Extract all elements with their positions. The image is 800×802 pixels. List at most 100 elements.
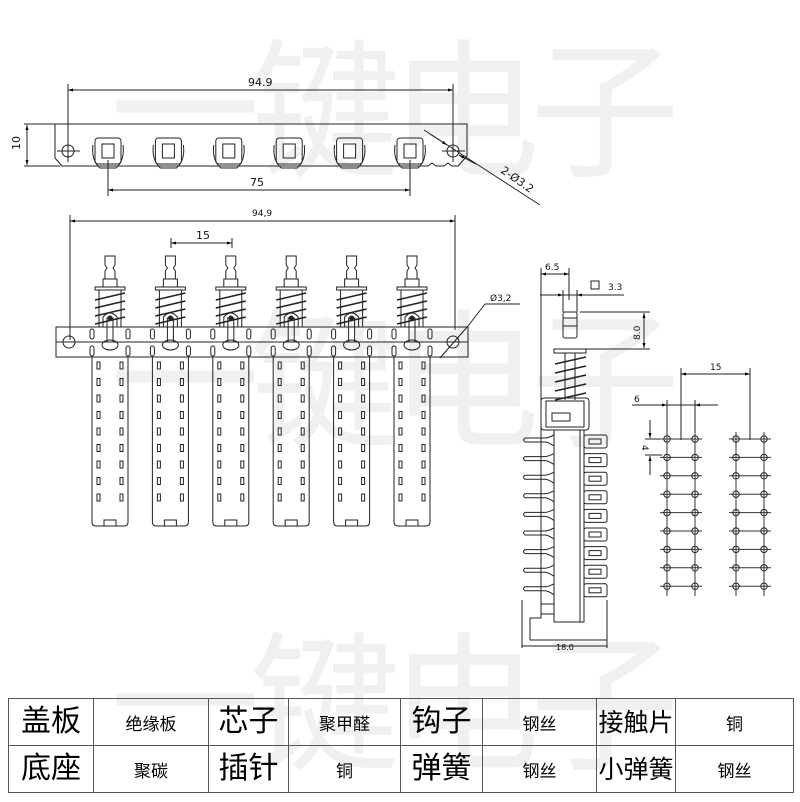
pin-slot [119, 444, 124, 452]
hook-eye [161, 339, 179, 351]
plunger-cap [346, 255, 358, 280]
pin-slot [240, 477, 245, 485]
cover-plate-outline [54, 123, 468, 167]
side-pin [523, 453, 555, 466]
pin-slot [217, 361, 222, 370]
pin-slot [300, 411, 305, 419]
pin-slot [361, 411, 366, 419]
pin-slot [421, 378, 426, 386]
pin-slot [156, 493, 161, 502]
spring-coil [396, 292, 428, 301]
side-pin [523, 527, 555, 540]
pin-slot [240, 361, 245, 370]
pin-slot [119, 477, 124, 485]
pin-slot [398, 460, 403, 469]
pin-slot [398, 477, 403, 485]
pin-slot [179, 378, 184, 386]
side-pin [523, 508, 555, 521]
pin-slot [300, 394, 305, 403]
pin-slot [398, 493, 403, 502]
pin-slot [398, 411, 403, 419]
pin-slot [179, 444, 184, 452]
spring-coil [554, 383, 587, 392]
front-overall-dim-text: 94,9 [252, 209, 272, 219]
spring-coil [94, 300, 126, 309]
top-key-unit [273, 137, 306, 169]
spring-coil [554, 374, 587, 383]
plunger-cap [285, 255, 297, 280]
pin-slot [156, 361, 161, 370]
side-pin [523, 490, 555, 503]
pin-slot [277, 477, 282, 485]
pin-slot [119, 460, 124, 469]
plunger-cap [164, 255, 176, 280]
pin-slot [96, 361, 101, 370]
side-stroke-dim-text: 8.0 [633, 325, 643, 340]
part-label: 底座 [8, 745, 94, 793]
hook-eye [101, 339, 119, 351]
pin-slot [338, 493, 343, 502]
pin-slot [421, 460, 426, 469]
hook-slot [106, 317, 114, 343]
spring-coil [554, 356, 587, 365]
pcb-group-pitch-text: 15 [710, 363, 721, 373]
pin-slot [421, 427, 426, 436]
material-value: 钢丝 [482, 698, 597, 746]
pin-slot [361, 378, 366, 386]
hook-eye [282, 339, 300, 351]
pin-slot [96, 477, 101, 485]
spring-plate [154, 286, 186, 291]
spring-plate [275, 286, 307, 291]
spring-coil [215, 292, 246, 301]
pin-slot [156, 378, 161, 386]
pin-slot [300, 444, 305, 452]
side-contact-tab [583, 490, 608, 505]
switch-unit [89, 255, 131, 527]
pin-slot [398, 378, 403, 386]
key-stem-square [161, 143, 175, 159]
pin-slot [277, 361, 282, 370]
key-stem-square [222, 143, 236, 159]
part-label: 弹簧 [400, 745, 483, 793]
side-contact-tab [583, 583, 608, 598]
pin-slot [421, 394, 426, 403]
pin-slot [338, 444, 343, 452]
top-key-unit [212, 137, 245, 169]
pin-slot [156, 444, 161, 452]
pin-slot [277, 460, 282, 469]
front-hole-left [62, 335, 76, 349]
front-hole-text: Ø3,2 [490, 293, 511, 304]
pin-slot [338, 477, 343, 485]
part-label: 钩子 [400, 698, 483, 746]
front-view: 94,9 15 Ø3,2 [55, 209, 520, 527]
pin-slot [240, 493, 245, 502]
pin-slot [338, 427, 343, 436]
pin-slot [179, 361, 184, 370]
pin-slot [96, 460, 101, 469]
switch-unit [331, 255, 373, 527]
pin-slot [240, 444, 245, 452]
hole-callout-text: 2-Ø3.2 [498, 164, 536, 196]
pcb-pin-pitch-text: 4 [639, 445, 649, 451]
pin-slot [421, 361, 426, 370]
pcb-row-spacing-text: 6 [634, 395, 640, 405]
key-housing [154, 137, 182, 165]
pin-slot [179, 493, 184, 502]
pin-slot [398, 394, 403, 403]
side-pin [523, 471, 555, 484]
spring-coil [396, 300, 428, 309]
spring-coil [554, 365, 587, 374]
key-stem-square [101, 143, 115, 159]
spring-coil [276, 292, 307, 301]
pin-slot [179, 427, 184, 436]
pin-slot [217, 394, 222, 403]
pin-slot [300, 493, 305, 502]
pin-slot [398, 361, 403, 370]
pin-slot [300, 460, 305, 469]
pin-slot [361, 477, 366, 485]
plunger-cap [104, 255, 116, 280]
part-label: 芯子 [208, 698, 289, 746]
pin-slot [240, 427, 245, 436]
hook-slot [287, 317, 295, 343]
pin-slot [361, 394, 366, 403]
